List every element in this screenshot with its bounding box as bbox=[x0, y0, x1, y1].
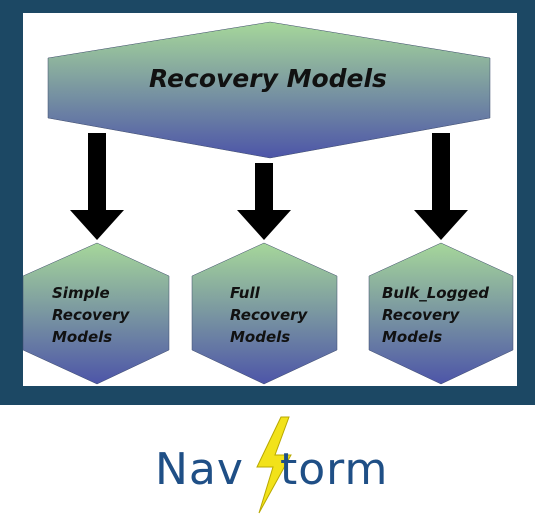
child-node-label-bulk: Bulk_Logged Recovery Models bbox=[382, 282, 489, 348]
child-node-shape-simple bbox=[22, 242, 170, 385]
root-node-shape bbox=[47, 21, 491, 159]
arrow-middle bbox=[237, 163, 291, 240]
label-line: Full bbox=[230, 284, 260, 302]
navstorm-logo: Nav torm bbox=[150, 415, 390, 515]
child-node-shape-bulk bbox=[368, 242, 514, 385]
child-node-shape-full bbox=[191, 242, 338, 385]
label-line: Recovery bbox=[382, 306, 460, 324]
lightning-bolt-icon bbox=[256, 416, 292, 514]
logo-text-right: torm bbox=[280, 444, 389, 495]
diagram-svg bbox=[22, 21, 514, 385]
child-node-label-full: Full Recovery Models bbox=[230, 282, 307, 348]
logo-text-left: Nav bbox=[155, 444, 244, 495]
arrow-left bbox=[70, 133, 124, 240]
label-line: Recovery bbox=[52, 306, 130, 324]
root-node-label: Recovery Models bbox=[149, 64, 387, 93]
arrow-right bbox=[414, 133, 468, 240]
label-line: Models bbox=[230, 328, 291, 346]
label-line: Bulk_Logged bbox=[382, 284, 489, 302]
label-line: Simple bbox=[52, 284, 110, 302]
label-line: Models bbox=[52, 328, 113, 346]
child-node-label-simple: Simple Recovery Models bbox=[52, 282, 129, 348]
label-line: Recovery bbox=[230, 306, 308, 324]
label-line: Models bbox=[382, 328, 443, 346]
